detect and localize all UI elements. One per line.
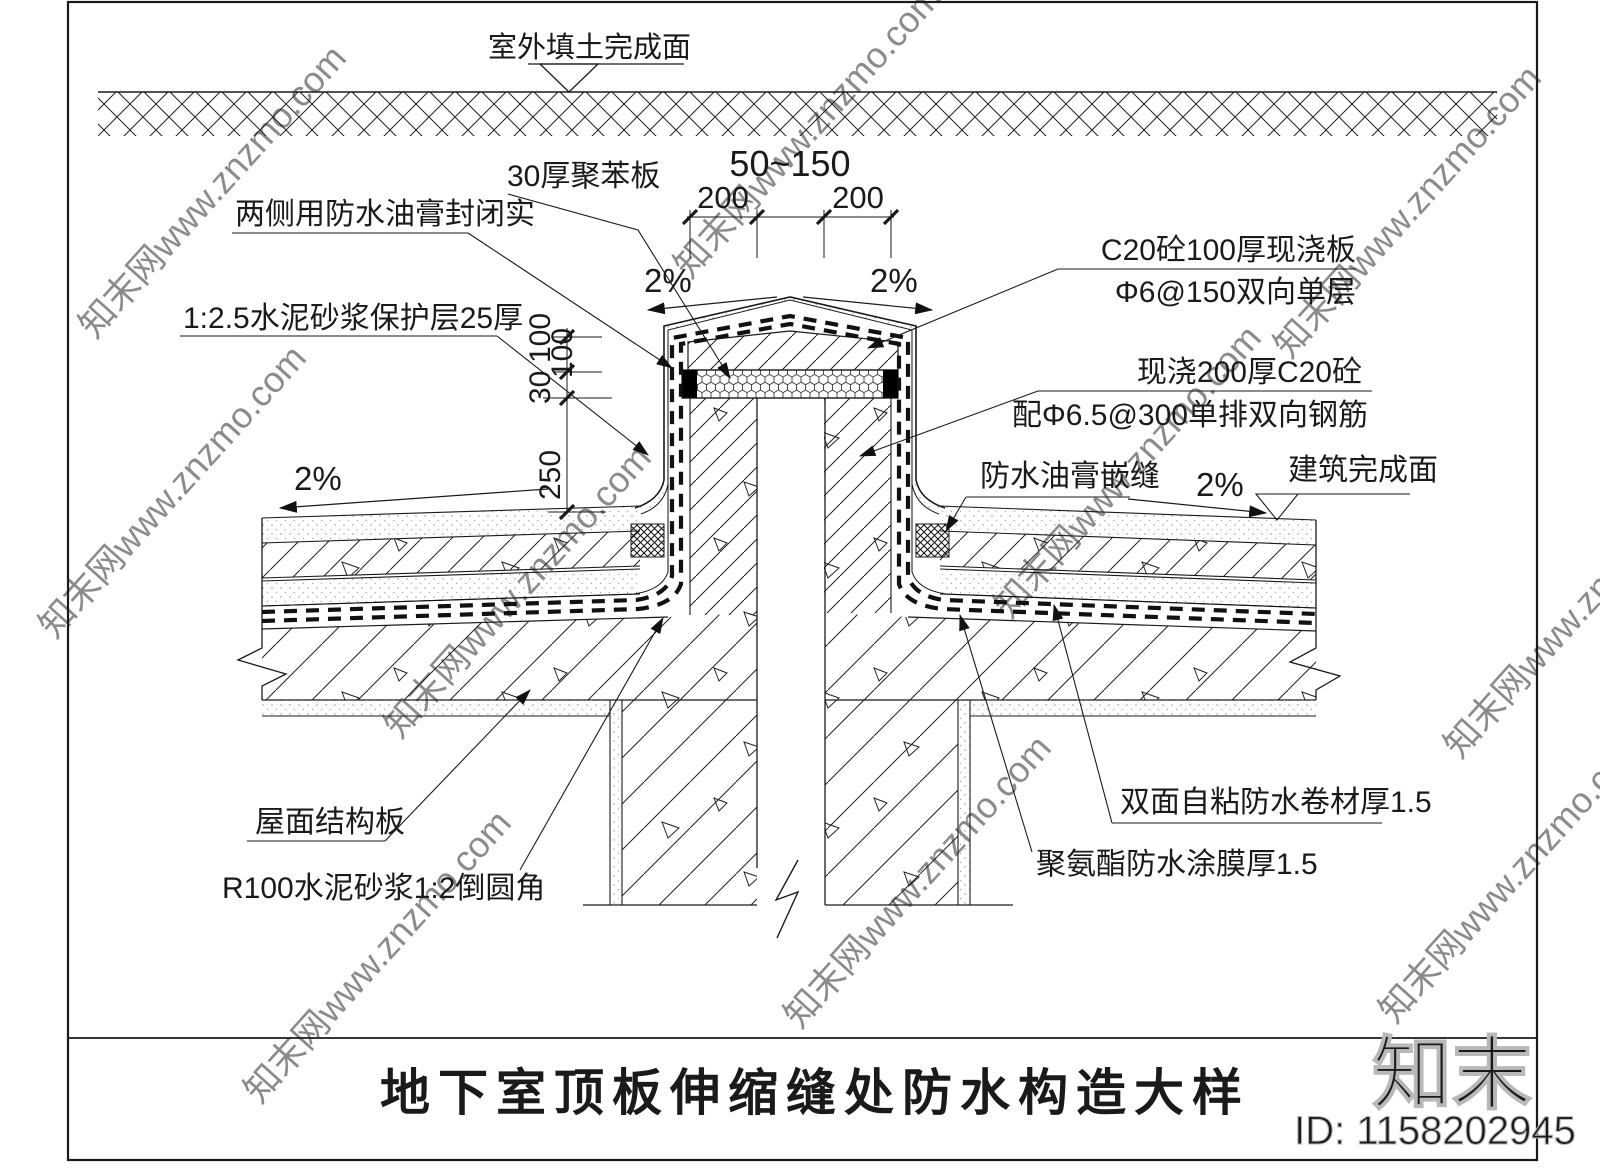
- ground-hatch: [98, 91, 1497, 136]
- dim-joint-width: 50~150: [729, 143, 850, 184]
- label-joint-wall-rebar: 配Φ6.5@300单排双向钢筋: [1012, 399, 1368, 432]
- watermark-tile: 知末网www.znzmo.com: [70, 37, 353, 345]
- watermark-id: ID: 1158202945: [1294, 1109, 1576, 1153]
- brand-watermark: 知末 ID: 1158202945: [1294, 1029, 1577, 1153]
- break-marks: [236, 518, 1342, 700]
- dim-v-250: 250: [534, 450, 567, 500]
- caulk-blocks: [630, 523, 950, 558]
- dim-v-100a: 100: [524, 313, 557, 363]
- structural-slab-right: [825, 613, 1317, 701]
- top-dimension: [681, 208, 900, 258]
- label-cap-rebar: Φ6@150双向单层: [1115, 276, 1356, 309]
- vertical-dimension: [543, 328, 612, 521]
- label-poly-board: 30厚聚苯板: [507, 160, 660, 193]
- label-seal-sides: 两侧用防水油膏封闭实: [235, 198, 535, 231]
- label-protect-layer: 1:2.5水泥砂浆保护层25厚: [183, 302, 523, 335]
- dim-v-100b: 100: [546, 328, 579, 378]
- watermark-tile: 知末网www.znzmo.com: [1435, 457, 1600, 765]
- sheet-border: [66, 0, 1539, 1162]
- drawing-title: 地下室顶板伸缩缝处防水构造大样: [380, 1065, 1250, 1121]
- label-joint-wall: 现浇200厚C20砼: [1137, 356, 1362, 389]
- slab-slope-arrows: [278, 488, 1268, 518]
- label-fillet: R100水泥砂浆1:2倒圆角: [222, 872, 545, 905]
- below-wall-left: [583, 700, 757, 906]
- seal-block-left: [682, 370, 697, 398]
- slope-cap-right: 2%: [870, 262, 918, 299]
- brand-logo-text: 知末: [1372, 1030, 1532, 1119]
- dim-wall-right: 200: [832, 180, 884, 215]
- waterproof-membranes: [261, 313, 1317, 626]
- label-fill-surface: 室外填土完成面: [488, 31, 691, 64]
- label-coating: 聚氨酯防水涂膜厚1.5: [1036, 848, 1318, 881]
- dim-wall-left: 200: [697, 180, 749, 215]
- leaders-right: [858, 268, 1410, 853]
- right-slab-layers: [939, 505, 1317, 609]
- label-finish-surface: 建筑完成面: [1288, 454, 1438, 487]
- label-roof-slab: 屋面结构板: [255, 806, 405, 839]
- curb-cap: [634, 296, 946, 515]
- label-membrane: 双面自粘防水卷材厚1.5: [1120, 786, 1432, 819]
- expansion-joint-gap: [756, 398, 826, 939]
- seal-block-right: [883, 370, 898, 398]
- cap-slope-arrows: [646, 296, 934, 315]
- dim-v-30: 30: [524, 371, 557, 404]
- polystyrene-board: [681, 369, 899, 399]
- left-slab-layers: [261, 505, 641, 607]
- fill-surface-level-symbol: [528, 63, 684, 93]
- slope-slab-right: 2%: [1196, 466, 1244, 503]
- leaders-left: [180, 193, 731, 871]
- watermark-tile: 知末网www.znzmo.com: [1370, 722, 1600, 1030]
- below-wall-right: [825, 700, 1013, 906]
- curb-wall-left: [689, 398, 757, 615]
- structural-slab-left: [261, 613, 757, 701]
- curb-wall-right: [824, 398, 892, 613]
- slope-slab-left: 2%: [294, 460, 342, 497]
- ceiling-band: [262, 700, 1316, 717]
- label-cap-slab: C20砼100厚现浇板: [1101, 234, 1356, 267]
- label-caulk: 防水油膏嵌缝: [980, 460, 1160, 493]
- slope-cap-left: 2%: [644, 262, 692, 299]
